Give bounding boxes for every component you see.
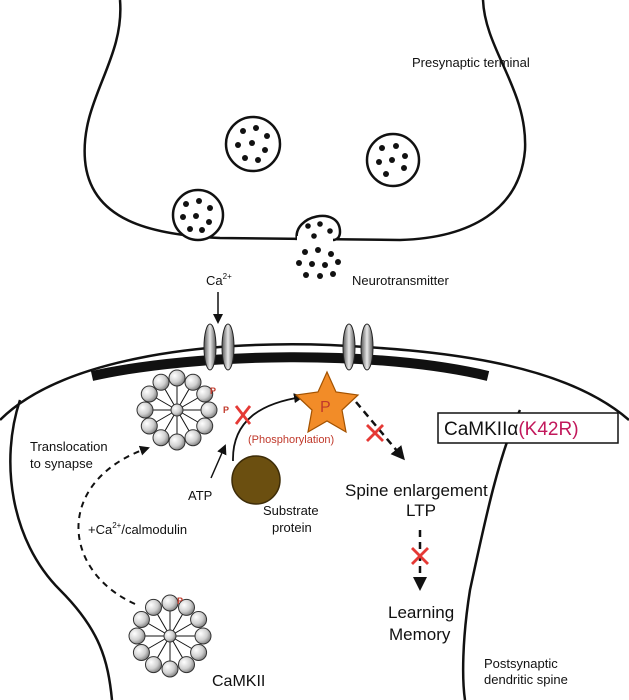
camkii-subunit [196,417,214,435]
camkii-subunit [184,429,202,447]
presynaptic-label: Presynaptic terminal [412,55,530,70]
presynaptic-terminal-outline [83,0,527,242]
learning-label: Learning [388,603,454,622]
camkii-subunit [200,401,218,419]
camkii-label: CaMKII [212,673,265,690]
calmodulin-label: +Ca2+/calmodulin [88,521,187,537]
camkii-subunit [152,429,170,447]
camkii-subunit [184,373,202,391]
camkii-subunit [168,369,186,387]
postsynaptic-density [90,352,490,381]
translocation-label-2: to synapse [30,456,93,471]
memory-label: Memory [389,625,451,644]
substrate-protein [231,455,281,505]
camkii-subunit [140,385,158,403]
camkii-subunit [190,644,208,661]
synaptic-vesicle [365,132,421,188]
phospho-mark-bottom: P [177,596,183,606]
fusing-vesicle [295,214,342,244]
camkii-subunit [161,660,179,678]
phosphate-letter: P [320,399,331,416]
substrate-label-1: Substrate [263,503,319,518]
camkii-hub [170,403,184,417]
neurotransmitter-molecules [296,247,341,279]
calcium-label: Ca2+ [206,272,232,288]
phosphorylation-inhibit-x [234,405,252,425]
camkii-subunit [194,627,212,645]
ion-channel [342,323,374,371]
synaptic-vesicle [224,115,282,173]
neurotransmitter-label: Neurotransmitter [352,273,449,288]
postsynaptic-label-2: dendritic spine [484,672,568,687]
camkii-subunit [161,594,179,612]
translocation-arrow [77,445,150,605]
ion-channel [203,323,235,371]
atp-arrow [210,444,227,479]
camkii-hub [163,629,177,643]
camkii-holoenzyme-cytosolic [128,594,212,678]
postsynaptic-label-1: Postsynaptic [484,656,558,671]
camkii-holoenzyme-synaptic [136,369,218,451]
camkii-subunit [190,611,208,628]
camkii-subunit [132,644,150,661]
learning-inhibit-x [411,547,429,565]
phosphate-star [294,370,360,434]
camkii-subunit [128,627,146,645]
atp-label: ATP [188,488,212,503]
phospho-mark-top-2: P [223,405,229,415]
spine-right-wall [461,409,522,700]
synaptic-vesicle [171,188,225,242]
spine-enlargement-inhibit-x [366,424,384,442]
phosphorylation-label: (Phosphorylation) [248,434,334,446]
camkii-subunit [132,611,150,628]
camkii-subunit [145,598,162,616]
ltp-label: LTP [406,501,436,520]
camkii-subunit [178,656,195,674]
camkii-subunit [178,598,195,616]
mutant-label: CaMKIIα(K42R) [444,419,579,440]
translocation-label-1: Translocation [30,439,108,454]
camkii-subunit [136,401,154,419]
camkii-subunit [152,373,170,391]
postsynaptic-spine-outline [0,343,629,421]
phospho-mark-top: P [210,386,216,396]
camkii-subunit [145,656,162,674]
camkii-subunit [140,417,158,435]
camkii-subunit [196,385,214,403]
spine-left-wall [9,399,114,700]
phosphorylation-arrow [232,393,304,462]
camkii-subunit [168,433,186,451]
mutant-label-box [437,412,619,444]
spine-enlargement-label: Spine enlargement [345,481,488,500]
substrate-label-2: protein [272,520,312,535]
